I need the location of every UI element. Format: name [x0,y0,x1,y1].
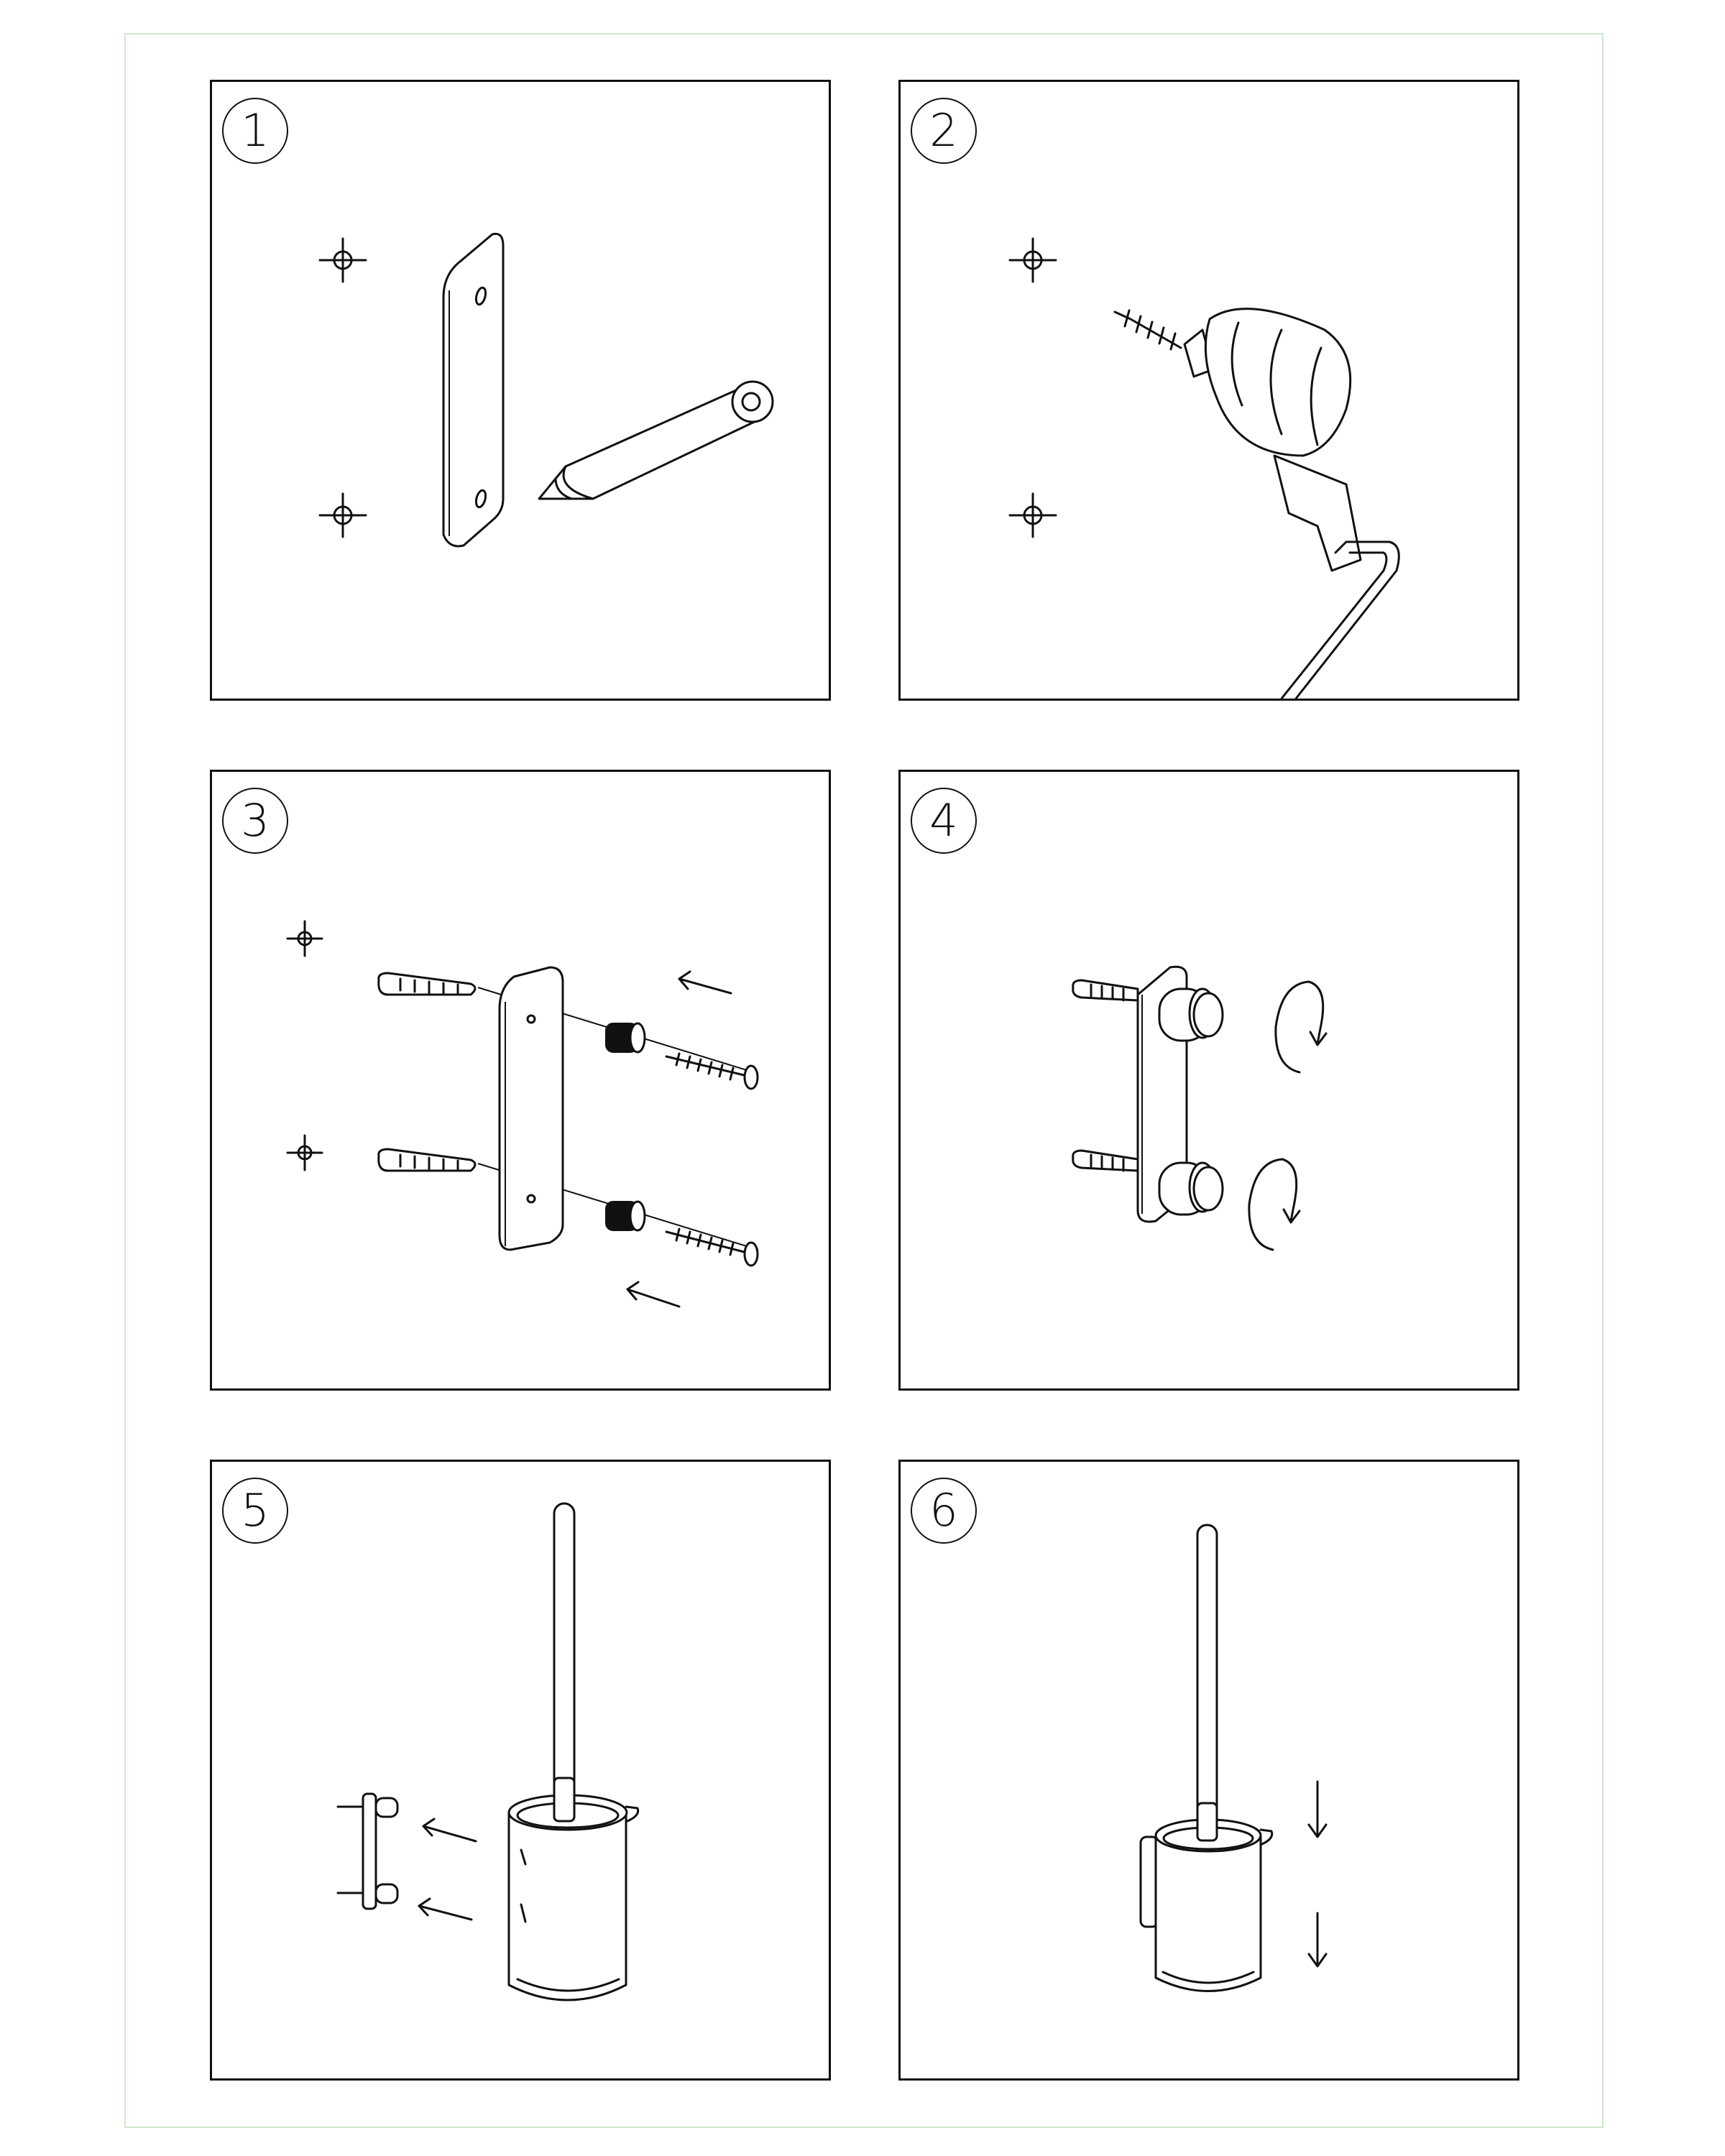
toilet-brush-handle [554,1503,574,1820]
crosshair-icon [288,1135,322,1170]
crosshair-icon [288,921,322,956]
brush-holder-cup [509,1778,638,2000]
step-number: 2 [911,98,977,164]
step-1-panel: 1 [210,80,831,701]
step-6-panel: 6 [898,1460,1519,2081]
spacer-cylinder [1159,1163,1223,1215]
brush-holder-cup [1156,1803,1272,1991]
instruction-sheet [124,33,1604,2128]
rotate-clockwise-icon [1249,1159,1300,1250]
wall-anchor [379,973,475,995]
wall-anchor [379,1149,475,1171]
arrow-left-icon [679,972,731,993]
insert-anchors-illustration [212,772,829,1388]
spacer-nut [606,1202,645,1230]
spacer-cylinder [1159,989,1223,1041]
step-number: 5 [222,1478,288,1544]
mounting-plate [443,234,503,546]
drill-icon [1115,309,1399,699]
step-number: 6 [911,1478,977,1544]
attach-holder-illustration [212,1462,829,2078]
crosshair-icon [1010,239,1056,282]
arrow-down-icon [1309,1913,1326,1966]
arrow-left-icon [423,1819,476,1841]
step-number: 4 [911,788,977,854]
arrow-down-icon [1309,1782,1326,1837]
step-number: 3 [222,788,288,854]
crosshair-icon [1010,494,1056,537]
wall-anchor [1073,980,1138,1000]
drill-holes-illustration [901,82,1517,699]
tighten-spacers-illustration [901,772,1517,1388]
crosshair-icon [320,239,366,282]
mounting-plate [500,967,563,1250]
step-3-panel: 3 [210,770,831,1391]
mark-holes-illustration [212,82,829,699]
toilet-brush-handle [1197,1525,1217,1841]
screw [666,1054,758,1089]
arrow-left-icon [627,1282,679,1307]
step-2-panel: 2 [898,80,1519,701]
spacer-nut [606,1023,645,1052]
step-number: 1 [222,98,288,164]
wall-anchor [1073,1151,1138,1171]
arrow-left-icon [419,1899,472,1920]
step-4-panel: 4 [898,770,1519,1391]
screw [666,1229,758,1266]
step-5-panel: 5 [210,1460,831,2081]
hang-holder-illustration [901,1462,1517,2078]
rotate-clockwise-icon [1276,982,1326,1072]
crosshair-icon [320,494,366,537]
wall-bracket [338,1794,397,1909]
pencil-icon [539,382,773,499]
